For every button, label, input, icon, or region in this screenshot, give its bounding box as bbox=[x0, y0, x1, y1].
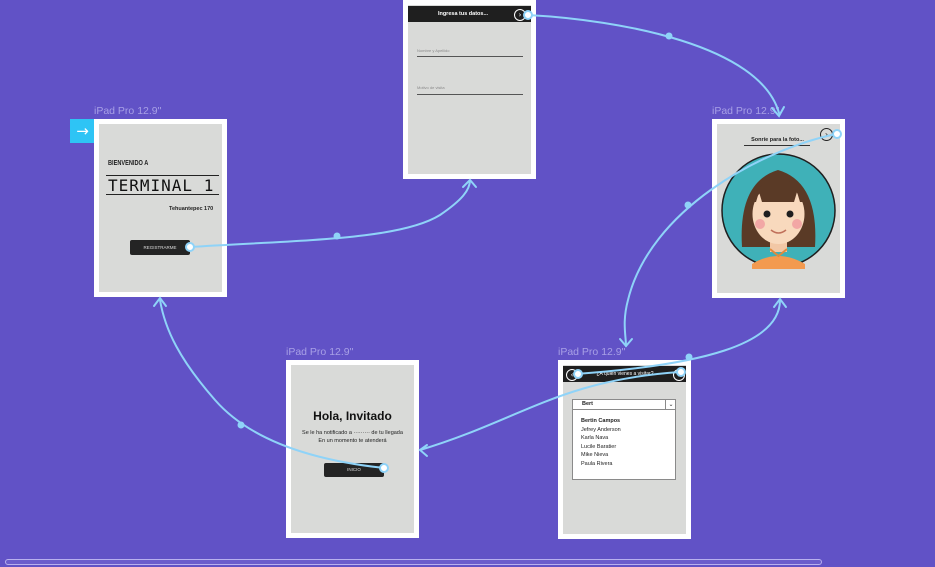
next-arrow-icon[interactable]: › bbox=[673, 369, 685, 381]
reason-field[interactable] bbox=[417, 94, 523, 95]
brand-number: 1 bbox=[203, 176, 215, 195]
arrowhead-welcome bbox=[153, 296, 167, 307]
arrowhead-done bbox=[418, 444, 428, 457]
host-search-input[interactable]: Bert ⌄ bbox=[573, 400, 675, 410]
welcome-screen: BIENVENIDO A TERMINAL 1 Tehuantepec 170 … bbox=[99, 124, 222, 292]
host-dropdown[interactable]: Bert ⌄ Bertin Campos Jefrey Anderson Kar… bbox=[572, 399, 676, 480]
done-line-1: Se le ha notificado a ········· de tu ll… bbox=[302, 430, 403, 436]
photo-title-underline bbox=[744, 145, 810, 146]
brand-wordmark: TERMINAL bbox=[108, 176, 194, 195]
brand-logo: TERMINAL 1 bbox=[108, 176, 214, 195]
brand-top-rule bbox=[106, 175, 219, 176]
reason-field-placeholder: Motivo de visita bbox=[417, 85, 445, 90]
artboard-label-photo[interactable]: iPad Pro 12.9" bbox=[712, 105, 780, 117]
form-title: Ingresa tus datos... bbox=[437, 11, 489, 17]
welcome-address: Tehuantepec 170 bbox=[169, 206, 214, 212]
wire-midpoint bbox=[333, 232, 341, 240]
arrowhead-host bbox=[619, 338, 633, 348]
artboard-photo[interactable]: Sonríe para la foto... › bbox=[712, 119, 845, 298]
next-arrow-icon[interactable]: › bbox=[820, 128, 833, 141]
photo-title: Sonríe para la foto... bbox=[751, 137, 804, 143]
next-arrow-icon[interactable]: › bbox=[514, 9, 526, 21]
done-screen: Hola, Invitado Se le ha notificado a ···… bbox=[291, 365, 414, 533]
artboard-label-done[interactable]: iPad Pro 12.9" bbox=[286, 346, 354, 358]
list-item[interactable]: Karla Nava bbox=[581, 435, 609, 441]
home-button-label: INICIO bbox=[347, 467, 361, 472]
wire-midpoint bbox=[237, 421, 245, 429]
name-field[interactable] bbox=[417, 56, 523, 57]
list-item[interactable]: Jefrey Anderson bbox=[581, 426, 621, 433]
artboard-host[interactable]: ‹ ¿A quién vienes a visitar? › Bert ⌄ Be… bbox=[558, 360, 691, 539]
artboard-done[interactable]: Hola, Invitado Se le ha notificado a ···… bbox=[286, 360, 419, 538]
host-title: ¿A quién vienes a visitar? bbox=[596, 371, 654, 377]
register-button[interactable]: REGISTRARME bbox=[130, 240, 190, 255]
host-search-value: Bert bbox=[582, 401, 594, 407]
wire-welcome-to-form bbox=[189, 179, 471, 248]
wire-form-to-photo bbox=[527, 14, 780, 114]
chevron-down-icon[interactable]: ⌄ bbox=[665, 400, 676, 409]
home-button[interactable]: INICIO bbox=[324, 463, 384, 477]
register-button-label: REGISTRARME bbox=[143, 245, 177, 250]
list-item[interactable]: Mike Nieva bbox=[581, 452, 609, 458]
wire-midpoint bbox=[684, 201, 692, 209]
brand-bottom-rule bbox=[106, 194, 219, 195]
artboard-form[interactable]: Ingresa tus datos... › Nombre y Apellido… bbox=[403, 0, 536, 179]
form-screen: Ingresa tus datos... › Nombre y Apellido… bbox=[408, 5, 531, 174]
list-item[interactable]: Bertin Campos bbox=[581, 418, 621, 424]
form-header: Ingresa tus datos... › bbox=[408, 6, 531, 22]
wire-midpoint bbox=[665, 32, 673, 40]
done-line-2: En un momento te atenderá bbox=[318, 438, 387, 444]
list-item[interactable]: Lucile Baratier bbox=[581, 443, 617, 450]
host-results: Bertin Campos Jefrey Anderson Karla Nava… bbox=[581, 417, 621, 468]
done-title: Hola, Invitado bbox=[313, 409, 392, 423]
host-header: ‹ ¿A quién vienes a visitar? › bbox=[563, 366, 686, 382]
list-item[interactable]: Paula Rivera bbox=[581, 460, 613, 467]
arrowhead-photo-back bbox=[773, 297, 787, 308]
host-screen: ‹ ¿A quién vienes a visitar? › Bert ⌄ Be… bbox=[563, 365, 686, 534]
photo-screen: Sonríe para la foto... › bbox=[717, 124, 840, 293]
horizontal-scrollbar[interactable] bbox=[5, 559, 822, 565]
name-field-placeholder: Nombre y Apellido bbox=[417, 48, 450, 53]
flow-start-arrow-icon[interactable]: → bbox=[70, 119, 95, 143]
arrowhead-form bbox=[462, 178, 477, 188]
artboard-label-host[interactable]: iPad Pro 12.9" bbox=[558, 346, 626, 358]
avatar bbox=[721, 153, 836, 269]
welcome-greeting: BIENVENIDO A bbox=[108, 160, 149, 167]
artboard-label-welcome[interactable]: iPad Pro 12.9" bbox=[94, 105, 162, 117]
artboard-welcome[interactable]: BIENVENIDO A TERMINAL 1 Tehuantepec 170 … bbox=[94, 119, 227, 297]
